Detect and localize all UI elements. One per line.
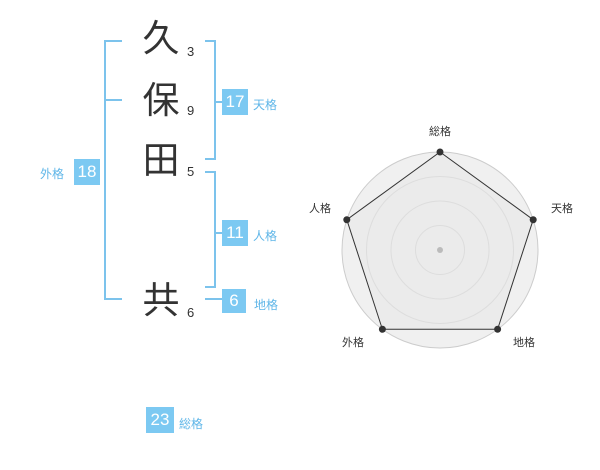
radar-label-soukaku: 総格 bbox=[429, 124, 451, 138]
soukaku-score-box: 23 bbox=[146, 407, 174, 433]
radar-label-tenkaku: 天格 bbox=[551, 201, 573, 215]
jinkaku-bracket-vertical bbox=[214, 171, 216, 288]
radar-point-4 bbox=[378, 325, 386, 333]
jinkaku-connector bbox=[214, 232, 222, 234]
radar-chart: 総格 天格 地格 外格 人格 bbox=[309, 124, 573, 349]
tenkaku-connector bbox=[214, 101, 222, 103]
gaikaku-bracket-vertical bbox=[104, 40, 106, 300]
soukaku-label: 総格 bbox=[179, 417, 204, 431]
stroke-count-4: 6 bbox=[187, 305, 195, 320]
gaikaku-label: 外格 bbox=[40, 167, 65, 181]
gaikaku-bracket-bottom bbox=[104, 298, 122, 300]
stroke-count-3: 5 bbox=[187, 164, 195, 179]
radar-label-chikaku: 地格 bbox=[513, 335, 535, 349]
tenkaku-bracket-vertical bbox=[214, 40, 216, 160]
stroke-count-2: 9 bbox=[187, 103, 195, 118]
gaikaku-bracket-mid bbox=[104, 99, 122, 101]
gaikaku-bracket-top bbox=[104, 40, 122, 42]
jinkaku-score-box: 11 bbox=[222, 220, 248, 246]
jinkaku-bracket-bottom bbox=[205, 286, 216, 288]
chikaku-score-box: 6 bbox=[222, 289, 246, 313]
tenkaku-bracket-top bbox=[205, 40, 216, 42]
radar-point-2 bbox=[529, 216, 537, 224]
tenkaku-score-box: 17 bbox=[222, 89, 248, 115]
jinkaku-label: 人格 bbox=[253, 229, 278, 243]
radar-polygon bbox=[346, 151, 534, 330]
stroke-count-1: 3 bbox=[187, 44, 195, 59]
radar-center-dot bbox=[437, 247, 443, 253]
radar-label-jinkaku: 人格 bbox=[309, 201, 331, 215]
chikaku-label: 地格 bbox=[254, 298, 279, 312]
name-character-3: 田 bbox=[142, 139, 180, 182]
chikaku-connector bbox=[205, 298, 222, 300]
radar-point-1 bbox=[436, 148, 444, 156]
radar-point-3 bbox=[494, 325, 502, 333]
name-character-2: 保 bbox=[142, 79, 180, 122]
tenkaku-label: 天格 bbox=[253, 98, 278, 112]
radar-points bbox=[343, 148, 537, 333]
radar-point-5 bbox=[343, 216, 351, 224]
tenkaku-bracket-bottom bbox=[205, 158, 216, 160]
jinkaku-bracket-top bbox=[205, 171, 216, 173]
name-character-1: 久 bbox=[142, 17, 180, 60]
gaikaku-score-box: 18 bbox=[74, 159, 100, 185]
name-character-4: 共 bbox=[142, 279, 180, 322]
radar-label-gaikaku: 外格 bbox=[342, 335, 364, 349]
